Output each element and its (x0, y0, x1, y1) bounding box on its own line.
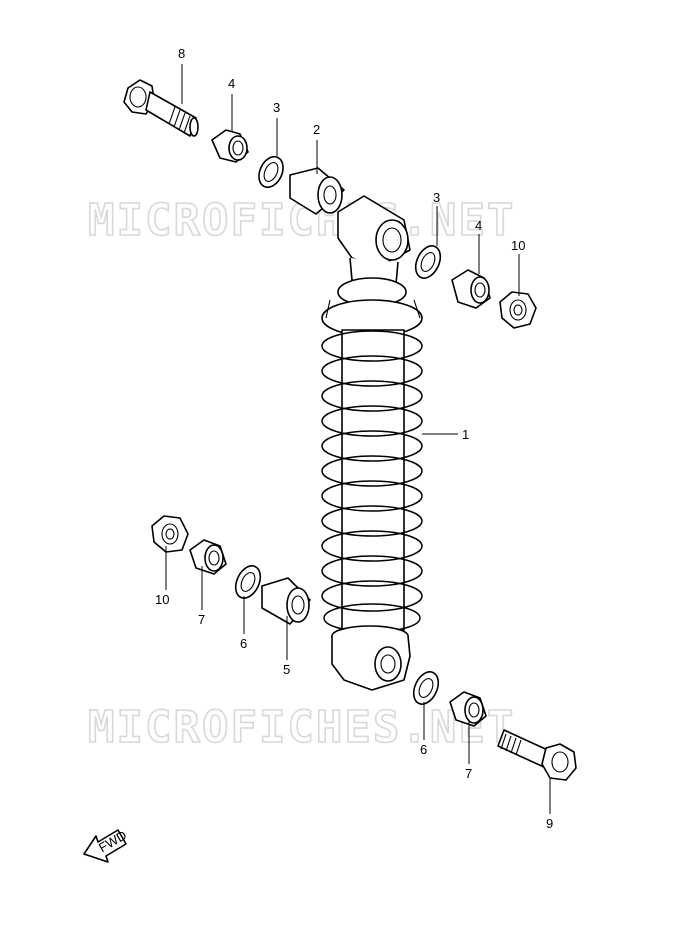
part-3-upper-washer (258, 155, 284, 189)
callout-1: 1 (462, 427, 469, 442)
fwd-arrow: FWD (83, 827, 129, 863)
callout-2: 2 (313, 122, 320, 137)
part-7-left-collar (189, 539, 227, 575)
coil-spring (321, 330, 423, 633)
callout-4-right: 4 (475, 218, 482, 233)
part-5-lower-spacer (261, 577, 311, 625)
callout-10-left: 10 (155, 592, 169, 607)
part-10-right-nut (499, 291, 537, 329)
callout-3-right: 3 (433, 190, 440, 205)
callout-6-right: 6 (420, 742, 427, 757)
watermark-bottom: MICROFICHES.NET (88, 702, 515, 753)
part-7-right-collar (449, 691, 487, 727)
callout-9: 9 (546, 816, 553, 831)
callout-3-top: 3 (273, 100, 280, 115)
callout-6-left: 6 (240, 636, 247, 651)
callout-7-left: 7 (198, 612, 205, 627)
part-6-left-washer (234, 565, 262, 599)
part-4-upper-collar (211, 129, 249, 163)
part-1-shock-absorber (321, 195, 423, 691)
callout-4-top: 4 (228, 76, 235, 91)
callout-8: 8 (178, 46, 185, 61)
part-9-lower-bolt (497, 729, 577, 781)
callout-7-right: 7 (465, 766, 472, 781)
part-6-right-washer (412, 671, 440, 705)
part-8-upper-bolt (123, 79, 199, 137)
part-2-upper-spacer (289, 167, 345, 215)
callout-5: 5 (283, 662, 290, 677)
callout-10-right: 10 (511, 238, 525, 253)
leader-lines (165, 64, 551, 814)
part-4-right-collar (451, 269, 491, 309)
part-10-left-nut (151, 515, 189, 553)
part-3-right-washer (414, 245, 442, 279)
